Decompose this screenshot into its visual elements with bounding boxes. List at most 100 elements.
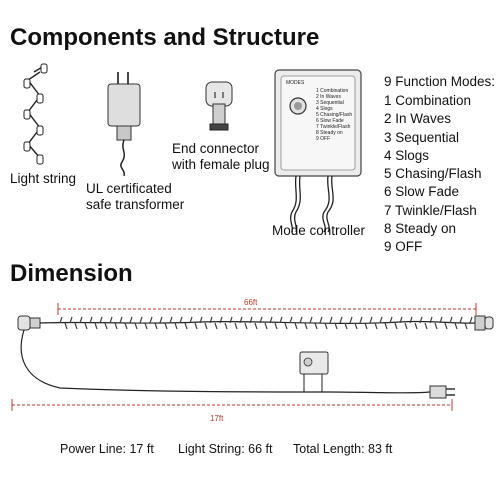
mode-controller-box: [274, 69, 362, 233]
controller-mode-item: 9 OFF: [316, 136, 331, 142]
right-plug-icon: [474, 315, 494, 331]
bulb-mark: [74, 322, 78, 330]
bulb-mark: [329, 316, 333, 324]
dimension-66ft-marker: [57, 303, 477, 315]
bulb-mark: [304, 322, 308, 330]
bulb-mark: [444, 322, 448, 330]
function-modes-list: 1 Combination 2 In Waves 3 Sequential 4 …: [384, 92, 482, 257]
bulb-mark: [229, 316, 233, 324]
bulb-mark: [179, 316, 183, 324]
bulb-mark: [149, 316, 153, 324]
bulb-mark: [114, 322, 118, 330]
bulb-mark: [129, 316, 133, 324]
bulb-mark: [364, 322, 368, 330]
dimension-title: Dimension: [10, 260, 133, 287]
controller-mode-item: 7 Twinkle/Flash: [316, 124, 351, 130]
bulb-mark: [414, 322, 418, 330]
bulb-mark: [194, 322, 198, 330]
bulb-mark: [279, 316, 283, 324]
bulb-mark: [269, 316, 273, 324]
bulb-mark: [134, 322, 138, 330]
bulb-mark: [294, 322, 298, 330]
bulb-mark: [419, 316, 423, 324]
controller-mode-item: 2 In Waves: [316, 94, 341, 100]
power-line-length-label: 17ft: [210, 414, 224, 423]
bulb-mark: [124, 322, 128, 330]
bulb-mark: [189, 316, 193, 324]
bulb-mark: [429, 316, 433, 324]
bulb-mark: [104, 322, 108, 330]
function-modes-title: 9 Function Modes:: [384, 74, 496, 89]
bulb-mark: [434, 322, 438, 330]
bulb-mark: [159, 316, 163, 324]
controller-mode-item: 1 Combination: [316, 88, 349, 94]
bulb-mark: [254, 322, 258, 330]
bulb-mark: [274, 322, 278, 330]
controller-modes-button-label: MODES: [286, 80, 305, 86]
bulb-mark: [169, 316, 173, 324]
dimension-controller-icon: [299, 351, 329, 392]
light-string-line: [39, 316, 476, 330]
bulb-mark: [454, 322, 458, 330]
bulb-mark: [64, 322, 68, 330]
function-mode-item: 9 OFF: [384, 239, 423, 255]
transformer-label-line1: UL certificated: [86, 181, 172, 196]
bulb-mark: [89, 316, 93, 324]
controller-mode-list: 1 Combination 2 In Waves 3 Sequential 4 …: [316, 88, 352, 142]
bulb-mark: [234, 322, 238, 330]
bulb-mark: [204, 322, 208, 330]
bulb-mark: [174, 322, 178, 330]
bulb-mark: [239, 316, 243, 324]
bulb-mark: [314, 322, 318, 330]
bulb-mark: [249, 316, 253, 324]
end-connector-icon: [205, 81, 233, 131]
bulb-mark: [404, 322, 408, 330]
end-connector-label-line1: End connector: [172, 141, 260, 156]
bulb-mark: [359, 316, 363, 324]
mode-controller-label: Mode controller: [272, 223, 366, 238]
bulb-mark: [449, 316, 453, 324]
summary-total-length: Total Length: 83 ft: [293, 442, 393, 456]
function-mode-item: 6 Slow Fade: [384, 184, 460, 200]
bulb-mark: [369, 316, 373, 324]
components-title: Components and Structure: [10, 24, 320, 51]
transformer-label-line2: safe transformer: [86, 197, 185, 212]
power-plug-icon: [429, 385, 455, 399]
function-mode-item: 1 Combination: [384, 93, 472, 108]
function-mode-item: 2 In Waves: [384, 111, 452, 127]
bulb-mark: [94, 322, 98, 330]
bulb-mark: [224, 322, 228, 330]
light-string-label: Light string: [10, 171, 77, 186]
bulb-mark: [324, 322, 328, 330]
bulb-mark: [409, 316, 413, 324]
bulb-mark: [219, 316, 223, 324]
bulb-mark: [264, 322, 268, 330]
light-string-length-label: 66ft: [244, 298, 258, 307]
bulb-mark: [334, 322, 338, 330]
bulb-mark: [164, 322, 168, 330]
bulb-mark: [459, 316, 463, 324]
bulb-mark: [214, 322, 218, 330]
controller-mode-item: 4 Slogs: [316, 106, 333, 112]
bulb-mark: [374, 322, 378, 330]
bulb-mark: [84, 322, 88, 330]
power-wire: [20, 329, 431, 394]
bulb-mark: [259, 316, 263, 324]
bulb-mark: [289, 316, 293, 324]
bulb-mark: [439, 316, 443, 324]
bulb-mark: [244, 322, 248, 330]
bulb-mark: [199, 316, 203, 324]
dimension-17ft-marker: [11, 399, 453, 411]
bulb-mark: [109, 316, 113, 324]
bulb-mark: [309, 316, 313, 324]
bulb-mark: [209, 316, 213, 324]
summary-power-line: Power Line: 17 ft: [60, 442, 154, 456]
bulb-mark: [69, 316, 73, 324]
bulb-mark: [184, 322, 188, 330]
bulb-mark: [344, 322, 348, 330]
light-string-icon: [23, 63, 48, 165]
bulb-mark: [389, 316, 393, 324]
bulb-mark: [464, 322, 468, 330]
bulb-mark: [379, 316, 383, 324]
